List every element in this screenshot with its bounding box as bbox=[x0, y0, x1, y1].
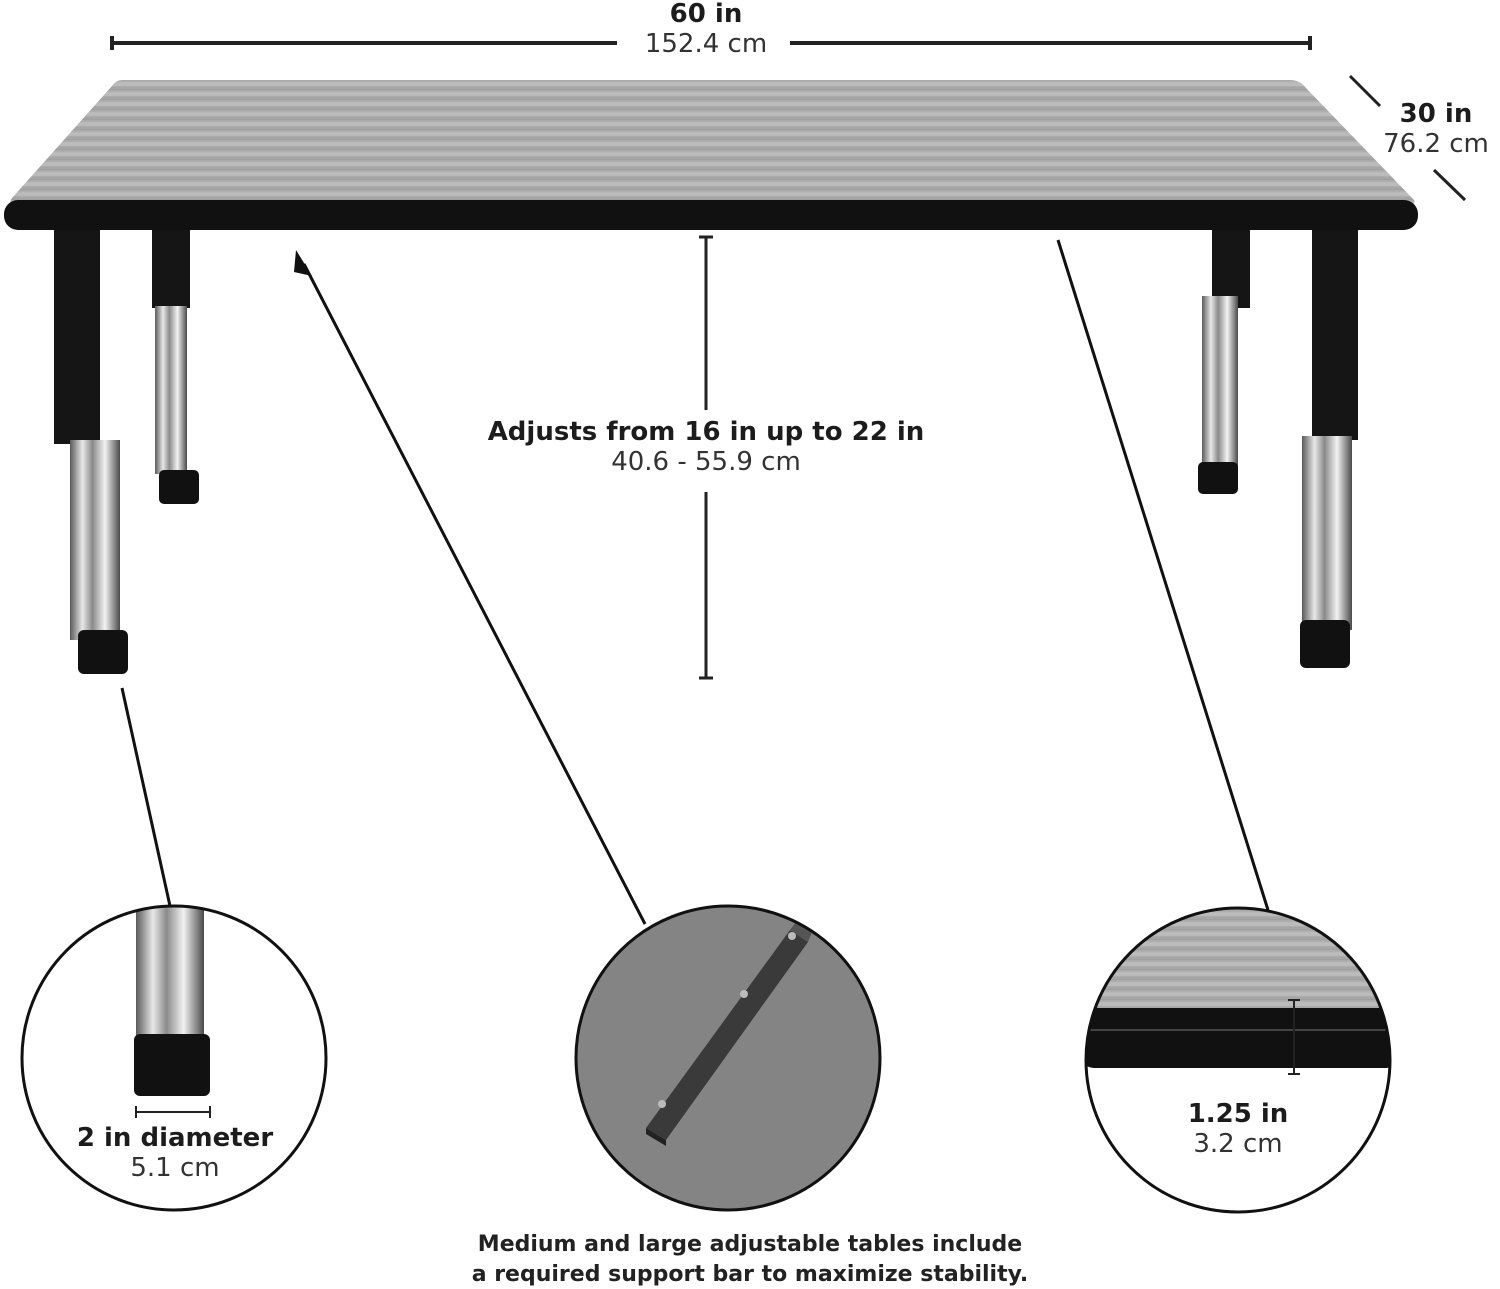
diameter-dimension-line bbox=[135, 1106, 211, 1118]
width-centimeters: 152.4 cm bbox=[644, 28, 768, 59]
width-dimension-line bbox=[110, 36, 1312, 50]
height-label: Adjusts from 16 in up to 22 in 40.6 - 55… bbox=[456, 417, 956, 478]
edge-thickness-dimension-line bbox=[1288, 999, 1300, 1075]
leg-callout-line bbox=[120, 687, 172, 907]
edge-thickness-label: 1.25 in 3.2 cm bbox=[1158, 1099, 1318, 1160]
depth-dimension-line bbox=[1348, 74, 1467, 202]
height-dimension-line bbox=[699, 235, 713, 680]
leg-diameter-centimeters: 5.1 cm bbox=[130, 1152, 220, 1183]
leg-detail-circle bbox=[20, 904, 328, 1212]
note-line-2: a required support bar to maximize stabi… bbox=[471, 1261, 1029, 1287]
front-left-leg bbox=[54, 230, 128, 674]
depth-inches: 30 in bbox=[1399, 99, 1473, 129]
support-bar-detail-circle bbox=[574, 904, 882, 1212]
support-bar-callout-arrow bbox=[294, 250, 647, 925]
edge-detail-circle bbox=[1084, 906, 1392, 1214]
leg-diameter-inches: 2 in diameter bbox=[76, 1123, 274, 1153]
height-inches: Adjusts from 16 in up to 22 in bbox=[487, 417, 925, 447]
width-inches: 60 in bbox=[669, 0, 743, 29]
edge-thickness-centimeters: 3.2 cm bbox=[1193, 1128, 1283, 1159]
front-right-leg bbox=[1300, 230, 1358, 668]
leg-diameter-label: 2 in diameter 5.1 cm bbox=[54, 1123, 296, 1184]
width-label: 60 in 152.4 cm bbox=[636, 0, 776, 60]
back-right-leg bbox=[1198, 228, 1250, 494]
note-line-1: Medium and large adjustable tables inclu… bbox=[477, 1232, 1023, 1257]
table-top bbox=[4, 80, 1418, 230]
back-left-leg bbox=[152, 228, 199, 504]
height-centimeters: 40.6 - 55.9 cm bbox=[611, 446, 801, 477]
edge-callout-line bbox=[1056, 239, 1270, 911]
depth-label: 30 in 76.2 cm bbox=[1372, 99, 1500, 160]
support-bar-note: Medium and large adjustable tables inclu… bbox=[380, 1230, 1120, 1289]
edge-thickness-inches: 1.25 in bbox=[1187, 1099, 1289, 1129]
depth-centimeters: 76.2 cm bbox=[1383, 128, 1489, 159]
